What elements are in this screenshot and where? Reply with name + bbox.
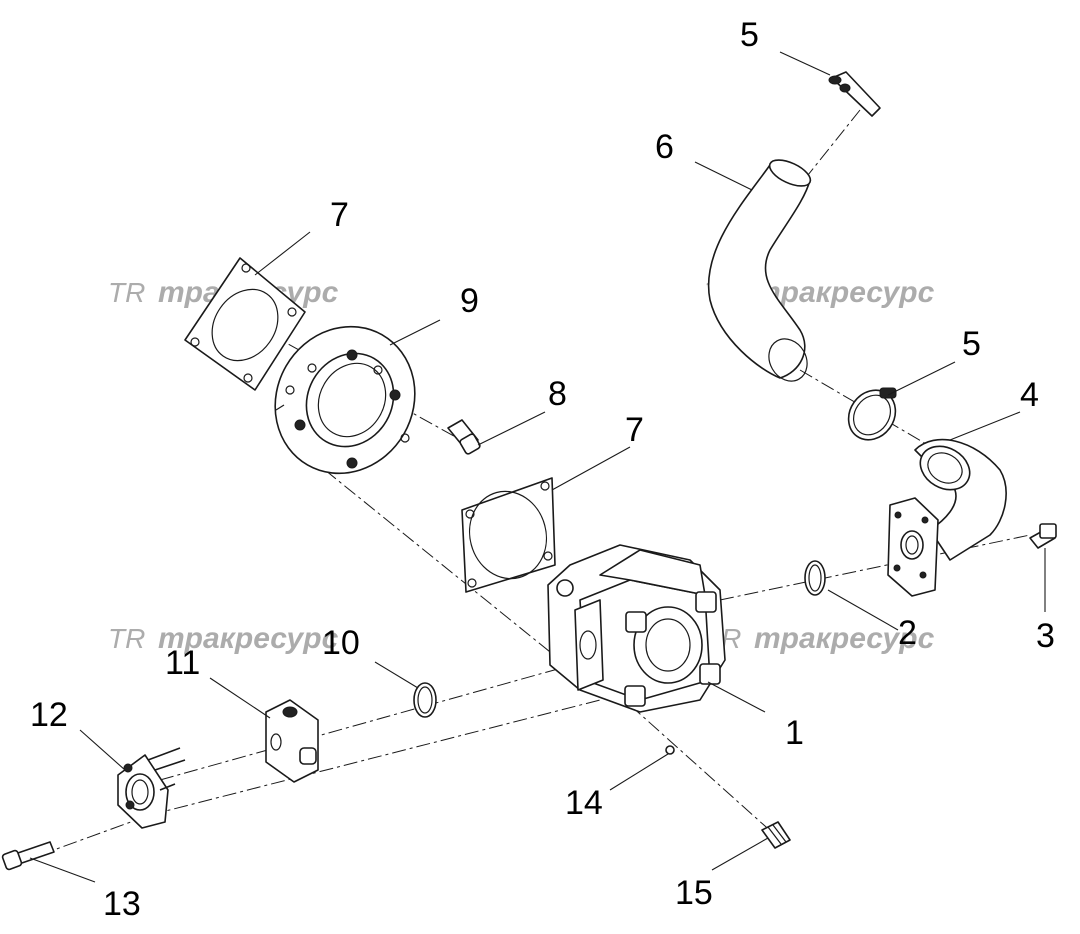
watermark-top-right: TR тракресурс [704, 276, 935, 309]
watermark-mid-left: TR тракресурс [108, 622, 339, 655]
axis-bolt-13 [39, 814, 151, 856]
part-15-plug [761, 821, 791, 849]
elbow-mount-flange [887, 497, 939, 597]
callout-8: 8 [548, 375, 567, 413]
callout-9: 9 [460, 282, 479, 320]
assembly-axes [39, 109, 1031, 856]
axis-block-pump-lower [149, 699, 601, 816]
callout-2: 2 [898, 614, 917, 652]
part-7-gasket-upper [184, 257, 306, 391]
callout-7-upper: 7 [330, 196, 349, 234]
part-5-clamp-ring [847, 387, 897, 441]
part-3-bolt [1029, 523, 1057, 549]
part-6-hose [707, 159, 812, 382]
watermark-logo: TR [108, 277, 145, 308]
callout-14: 14 [565, 784, 603, 822]
part-12-stud-flange [117, 747, 186, 829]
callout-10: 10 [322, 624, 360, 662]
watermark-text: тракресурс [754, 622, 935, 655]
callout-6: 6 [655, 128, 674, 166]
callout-4: 4 [1020, 376, 1039, 414]
part-2-o-ring [804, 560, 826, 596]
axis-flange-pump [324, 469, 561, 661]
part-8-cap-screw [447, 419, 481, 455]
watermark-text: тракресурс [754, 276, 935, 309]
callout-1: 1 [785, 714, 804, 752]
part-5-clamp-top [828, 71, 881, 117]
callout-5-ring: 5 [962, 325, 981, 363]
part-10-o-ring [413, 682, 437, 718]
part-14-washer [665, 745, 675, 755]
axis-pump-elbow [719, 534, 1031, 601]
callout-15: 15 [675, 874, 713, 912]
watermark-text: тракресурс [158, 622, 339, 655]
axis-block-pump-upper [159, 659, 591, 781]
watermark-logo: TR [108, 623, 145, 654]
callout-12: 12 [30, 696, 68, 734]
part-13-long-bolt [1, 841, 55, 871]
callout-13: 13 [103, 885, 141, 923]
callout-labels: 5 6 7 9 5 4 8 7 3 2 10 11 12 1 14 13 15 [30, 16, 1055, 923]
part-7-gasket-lower [461, 477, 556, 593]
callout-7-lower: 7 [625, 411, 644, 449]
callout-11: 11 [165, 644, 200, 682]
callout-5-top: 5 [740, 16, 759, 54]
part-11-port-block [265, 699, 319, 783]
axis-clamp-hose [799, 109, 861, 186]
part-9-flange [274, 325, 416, 475]
leader-lines [29, 51, 1046, 883]
part-1-gear-pump [547, 544, 726, 713]
callout-3: 3 [1036, 617, 1055, 655]
axis-plug-15 [629, 704, 776, 836]
